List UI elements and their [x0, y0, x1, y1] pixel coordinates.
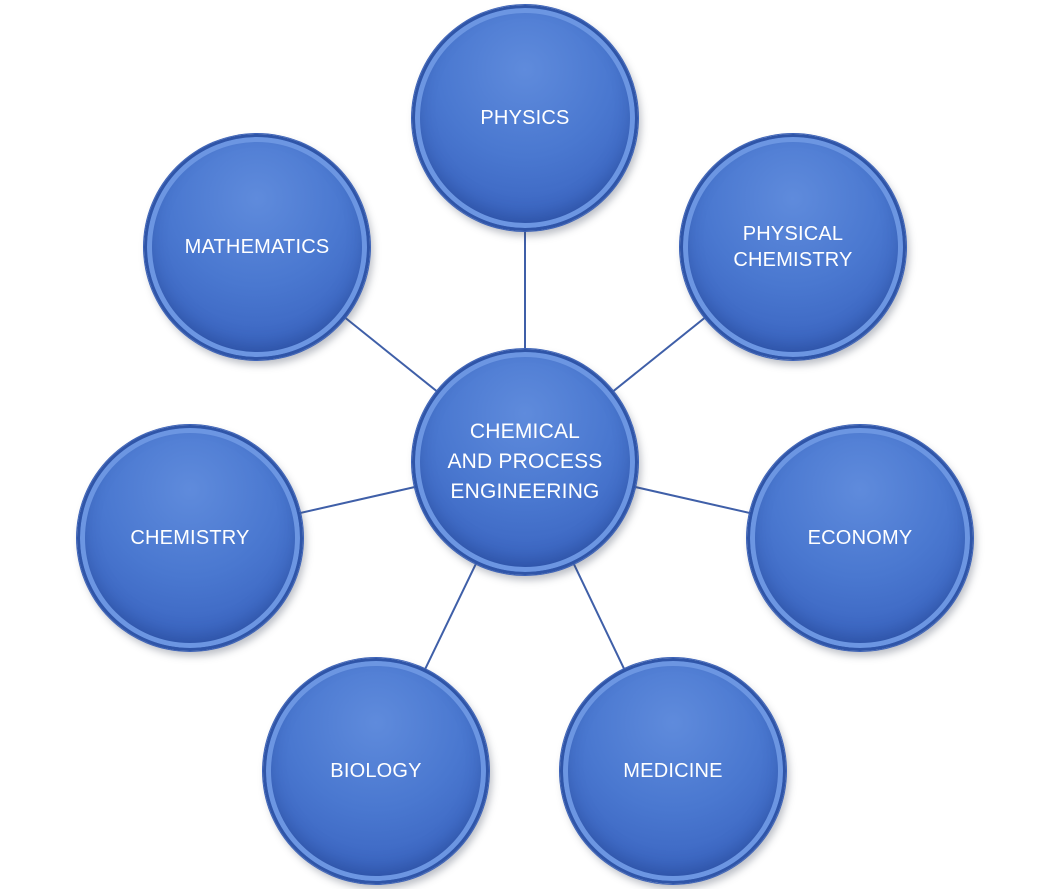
- node-biology: BIOLOGY: [263, 658, 489, 884]
- node-chemistry: CHEMISTRY: [77, 425, 303, 651]
- node-physical-chemistry: PHYSICAL CHEMISTRY: [680, 134, 906, 360]
- node-label: PHYSICAL CHEMISTRY: [733, 223, 853, 271]
- node-label: CHEMISTRY: [130, 527, 250, 549]
- node-label: MEDICINE: [623, 760, 723, 782]
- node-center-chemical-process-engineering: CHEMICAL AND PROCESS ENGINEERING: [412, 349, 638, 575]
- node-label: ECONOMY: [807, 527, 913, 549]
- node-physics: PHYSICS: [412, 5, 638, 231]
- node-label: PHYSICS: [480, 107, 570, 129]
- node-mathematics: MATHEMATICS: [144, 134, 370, 360]
- node-medicine: MEDICINE: [560, 658, 786, 884]
- node-economy: ECONOMY: [747, 425, 973, 651]
- node-label: MATHEMATICS: [184, 236, 330, 258]
- node-label: BIOLOGY: [330, 760, 422, 782]
- hub-label: CHEMICAL AND PROCESS ENGINEERING: [447, 420, 603, 503]
